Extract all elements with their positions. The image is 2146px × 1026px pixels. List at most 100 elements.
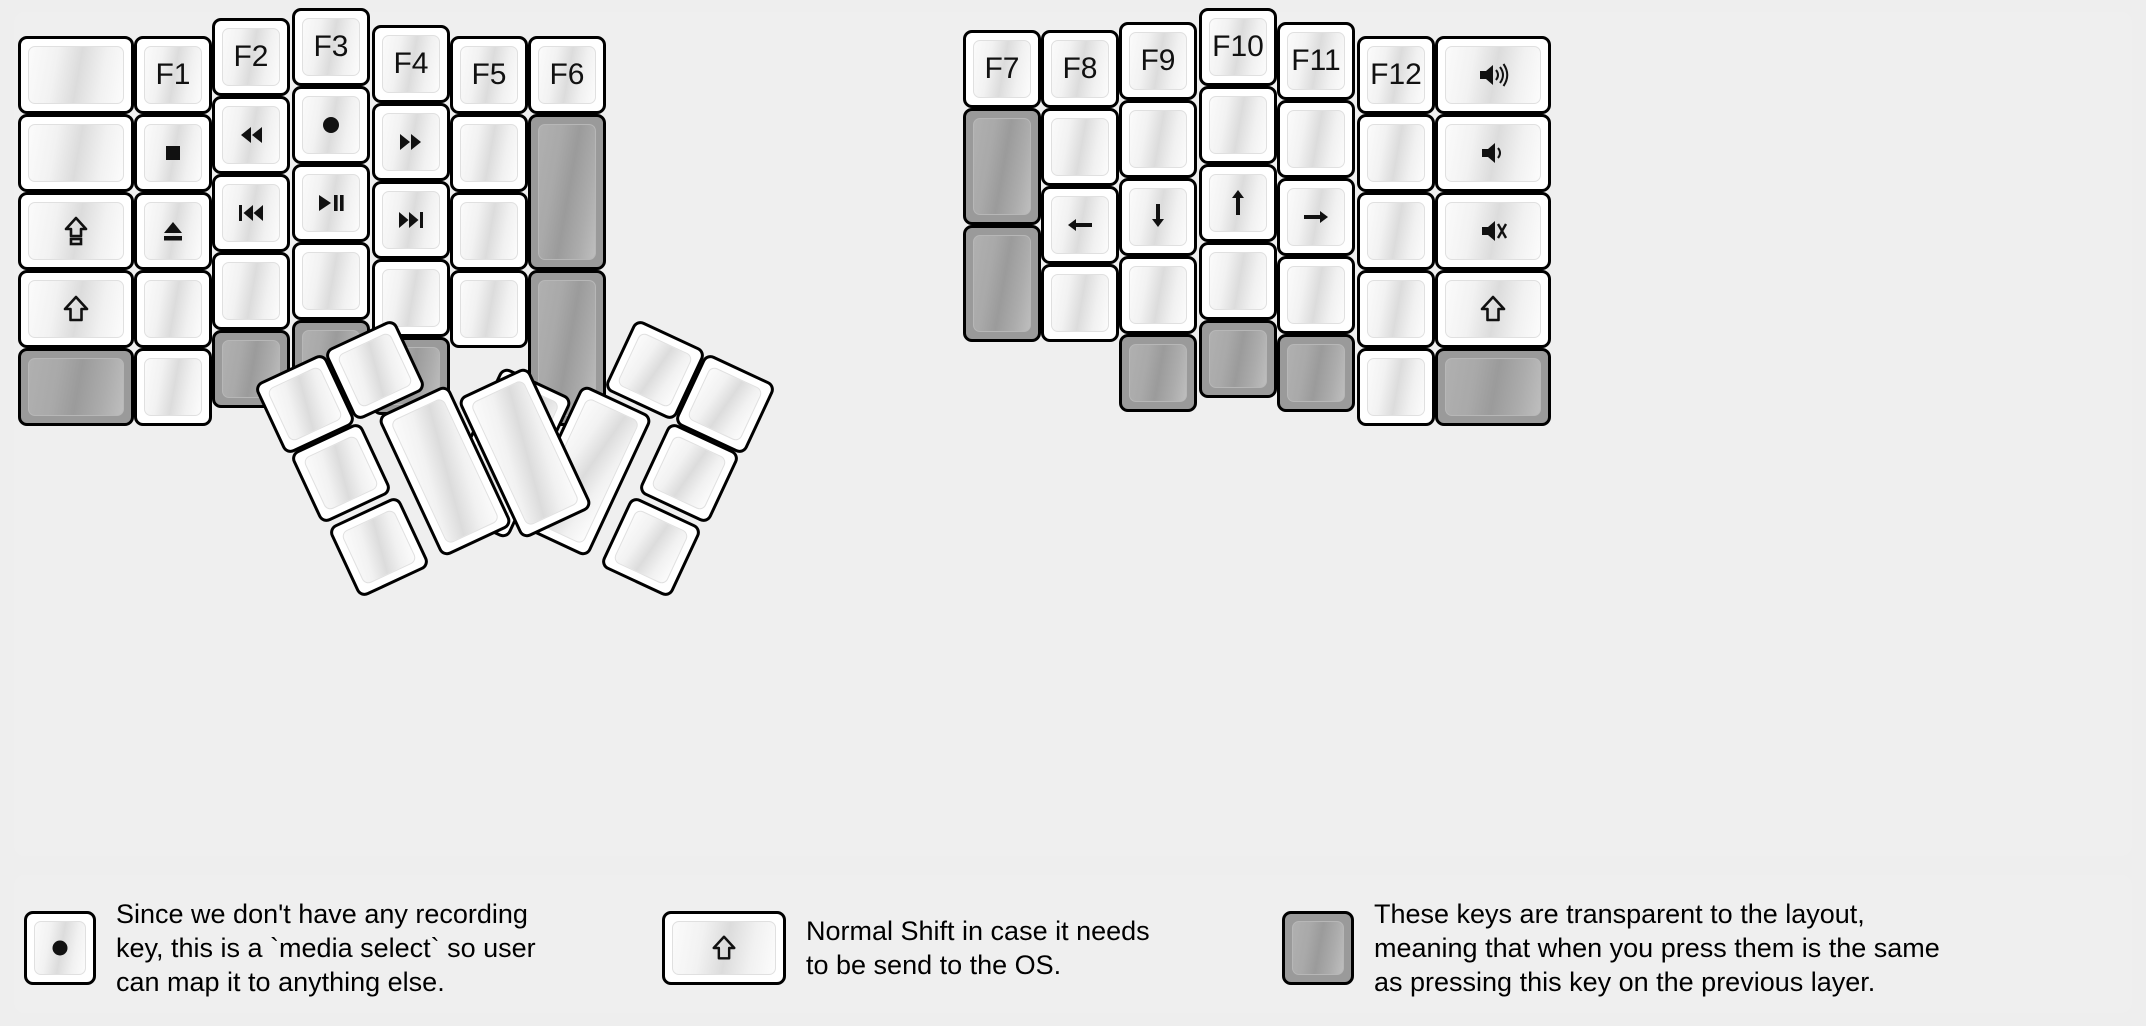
right-key-blank-c3r3[interactable] (1199, 242, 1277, 320)
key-legend-icon (315, 187, 347, 219)
keycap-surface (460, 124, 518, 182)
left-key-blank-c5r1[interactable] (450, 114, 528, 192)
keycap-surface (1209, 174, 1267, 232)
right-key-transparent-c6r4[interactable] (1435, 348, 1551, 426)
media-record-icon (52, 940, 68, 956)
keycap-surface (1287, 266, 1345, 324)
right-key-transparent-c2r4[interactable] (1119, 334, 1197, 412)
right-key-blank-c3r1[interactable] (1199, 86, 1277, 164)
key-legend-text: F8 (1062, 52, 1098, 85)
left-key-blank-c5r2[interactable] (450, 192, 528, 270)
left-key-media-stop-c1r1[interactable] (134, 114, 212, 192)
caps-lock-icon (64, 216, 88, 246)
keycap-surface: F7 (973, 40, 1031, 98)
left-key-blank-c1r3[interactable] (134, 270, 212, 348)
left-key-media-eject-c1r2[interactable] (134, 192, 212, 270)
right-key-blank-c1r3[interactable] (1041, 264, 1119, 342)
left-key-blank-c3r3[interactable] (292, 242, 370, 320)
left-key-f6-c6r0[interactable]: F6 (528, 36, 606, 114)
left-key-media-fast-forward-c4r1[interactable] (372, 103, 450, 181)
key-legend-text: F3 (313, 30, 349, 63)
left-key-media-rewind-c2r1[interactable] (212, 96, 290, 174)
right-key-transparent-c3r4[interactable] (1199, 320, 1277, 398)
left-key-media-record-c3r1[interactable] (292, 86, 370, 164)
arrow-right-icon (1304, 211, 1328, 223)
right-key-blank-c5r4[interactable] (1357, 348, 1435, 426)
left-key-blank-c0r0[interactable] (18, 36, 134, 114)
keycap-surface: F12 (1367, 46, 1425, 104)
right-key-arrow-left-c1r2[interactable] (1041, 186, 1119, 264)
left-key-transparent-c0r4[interactable] (18, 348, 134, 426)
key-legend-icon (1477, 293, 1509, 325)
right-key-f10-c3r0[interactable]: F10 (1199, 8, 1277, 86)
right-key-blank-c5r1[interactable] (1357, 114, 1435, 192)
right-key-blank-c1r1[interactable] (1041, 108, 1119, 186)
arrow-up-icon (1232, 190, 1244, 215)
right-key-f8-c1r0[interactable]: F8 (1041, 30, 1119, 108)
key-legend-text: F5 (471, 58, 507, 91)
right-key-shift-c6r3[interactable] (1435, 270, 1551, 348)
legend-sample-key-3[interactable] (1282, 911, 1354, 985)
right-key-blank-c4r3[interactable] (1277, 256, 1355, 334)
right-key-arrow-up-c3r2[interactable] (1199, 164, 1277, 242)
keycap-surface (1445, 280, 1541, 338)
left-key-f2-c2r0[interactable]: F2 (212, 18, 290, 96)
right-key-arrow-down-c2r2[interactable] (1119, 178, 1197, 256)
left-key-transparent-c6r1[interactable] (528, 114, 606, 270)
keycap-surface (1445, 124, 1541, 182)
media-record-icon (323, 117, 339, 133)
right-key-f7-c0r0[interactable]: F7 (963, 30, 1041, 108)
left-key-f4-c4r0[interactable]: F4 (372, 25, 450, 103)
right-key-volume-mute-c6r2[interactable] (1435, 192, 1551, 270)
key-legend-text: F7 (984, 52, 1020, 85)
left-key-f1-c1r0[interactable]: F1 (134, 36, 212, 114)
keycap-surface (28, 46, 124, 104)
right-key-f11-c4r0[interactable]: F11 (1277, 22, 1355, 100)
right-key-transparent-c0r1[interactable] (963, 108, 1041, 225)
right-key-transparent-c4r4[interactable] (1277, 334, 1355, 412)
left-key-caps-lock-c0r2[interactable] (18, 192, 134, 270)
key-legend-icon (60, 293, 92, 325)
left-key-blank-c5r3[interactable] (450, 270, 528, 348)
right-key-blank-c5r3[interactable] (1357, 270, 1435, 348)
left-key-shift-c0r3[interactable] (18, 270, 134, 348)
right-key-blank-c5r2[interactable] (1357, 192, 1435, 270)
right-key-blank-c4r1[interactable] (1277, 100, 1355, 178)
keycap-surface: F11 (1287, 32, 1345, 90)
left-key-blank-c0r1[interactable] (18, 114, 134, 192)
keycap-surface (1209, 330, 1267, 388)
legend-sample-key-1[interactable] (24, 911, 96, 985)
right-key-transparent-c0r2[interactable] (963, 225, 1041, 342)
keycap-surface (1287, 110, 1345, 168)
left-key-media-next-track-c4r2[interactable] (372, 181, 450, 259)
shift-icon (63, 295, 89, 322)
legend-keycap-surface (34, 921, 86, 975)
keycap-surface (302, 174, 360, 232)
keycap-surface (28, 124, 124, 182)
right-key-f9-c2r0[interactable]: F9 (1119, 22, 1197, 100)
legend-sample-key-2[interactable] (662, 911, 786, 985)
keycap-surface (1051, 196, 1109, 254)
right-key-volume-up-c6r0[interactable] (1435, 36, 1551, 114)
key-legend-text: F1 (155, 58, 191, 91)
keycap-surface (1051, 274, 1109, 332)
key-legend-text: F6 (549, 58, 585, 91)
left-key-f5-c5r0[interactable]: F5 (450, 36, 528, 114)
left-key-f3-c3r0[interactable]: F3 (292, 8, 370, 86)
media-next-track-icon (399, 212, 423, 228)
left-key-media-prev-track-c2r2[interactable] (212, 174, 290, 252)
keycap-surface: F3 (302, 18, 360, 76)
right-key-f12-c5r0[interactable]: F12 (1357, 36, 1435, 114)
keycap-surface (144, 124, 202, 182)
left-key-blank-c2r3[interactable] (212, 252, 290, 330)
right-key-arrow-right-c4r2[interactable] (1277, 178, 1355, 256)
right-key-blank-c2r3[interactable] (1119, 256, 1197, 334)
keycap-surface (144, 280, 202, 338)
left-key-blank-c1r4[interactable] (134, 348, 212, 426)
right-key-volume-down-c6r1[interactable] (1435, 114, 1551, 192)
keycap-surface (1445, 46, 1541, 104)
right-key-blank-c2r1[interactable] (1119, 100, 1197, 178)
keycap-surface (1129, 344, 1187, 402)
left-key-media-play-pause-c3r2[interactable] (292, 164, 370, 242)
